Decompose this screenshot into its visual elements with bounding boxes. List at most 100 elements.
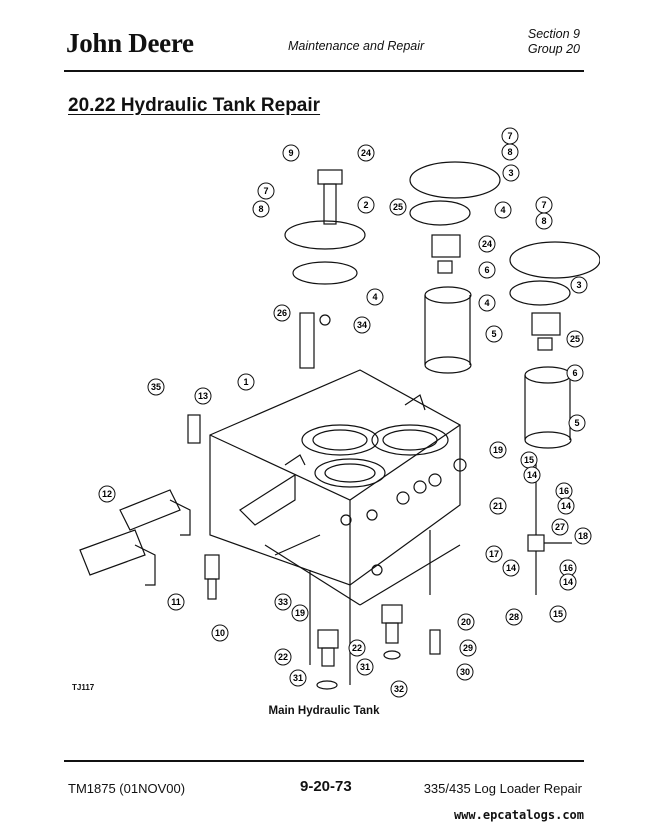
svg-text:34: 34: [357, 320, 367, 330]
callout-22b: 22: [274, 648, 292, 666]
footer-manual-title: 335/435 Log Loader Repair: [423, 781, 582, 796]
callout-12: 12: [98, 485, 116, 503]
callout-14b: 14: [557, 497, 575, 515]
callout-17: 17: [485, 545, 503, 563]
svg-text:16: 16: [563, 563, 573, 573]
svg-text:13: 13: [198, 391, 208, 401]
header-group: Group 20: [527, 42, 580, 56]
exploded-parts-diagram: 9 24 7 8 2 25 4 26 34 7 8 3 4 24 6 5 7 8…: [79, 127, 600, 698]
watermark: www.epcatalogs.com: [453, 808, 584, 822]
callout-3a: 3: [502, 164, 520, 182]
callout-5a: 5: [485, 325, 503, 343]
callout-15b: 15: [549, 605, 567, 623]
callout-27: 27: [551, 518, 569, 536]
header-manual-section: Maintenance and Repair: [288, 39, 425, 53]
tank-body: [209, 369, 467, 685]
callout-2: 2: [357, 196, 375, 214]
callout-15a: 15: [520, 451, 538, 469]
header-section: Section 9: [527, 27, 580, 41]
callout-26: 26: [273, 304, 291, 322]
svg-text:17: 17: [489, 549, 499, 559]
callout-21: 21: [489, 497, 507, 515]
svg-text:4: 4: [484, 298, 489, 308]
svg-text:1: 1: [243, 377, 248, 387]
svg-text:22: 22: [352, 643, 362, 653]
svg-text:9: 9: [288, 148, 293, 158]
svg-text:29: 29: [463, 643, 473, 653]
svg-text:26: 26: [277, 308, 287, 318]
callout-29: 29: [459, 639, 477, 657]
svg-text:6: 6: [484, 265, 489, 275]
callout-1: 1: [237, 373, 255, 391]
callout-31a: 31: [356, 658, 374, 676]
svg-text:25: 25: [393, 202, 403, 212]
svg-text:15: 15: [524, 455, 534, 465]
svg-text:8: 8: [258, 204, 263, 214]
footer-doc-number: TM1875 (01NOV00): [68, 781, 186, 796]
callout-23: 24: [357, 144, 375, 162]
svg-text:14: 14: [506, 563, 516, 573]
callout-11: 11: [167, 593, 185, 611]
svg-text:19: 19: [493, 445, 503, 455]
callout-13: 13: [194, 387, 212, 405]
callout-7b: 7: [501, 127, 519, 145]
callouts: 9 24 7 8 2 25 4 26 34 7 8 3 4 24 6 5 7 8…: [98, 127, 592, 698]
callout-30: 30: [456, 663, 474, 681]
callout-16a: 16: [555, 482, 573, 500]
callout-5b: 5: [568, 414, 586, 432]
svg-text:7: 7: [541, 200, 546, 210]
svg-text:12: 12: [102, 489, 112, 499]
figure-caption: Main Hydraulic Tank: [268, 705, 380, 717]
svg-text:2: 2: [363, 200, 368, 210]
callout-20: 20: [457, 613, 475, 631]
svg-text:16: 16: [559, 486, 569, 496]
footer-rule: [64, 760, 584, 762]
svg-text:14: 14: [563, 577, 573, 587]
callout-4c: 4: [478, 294, 496, 312]
svg-text:15: 15: [553, 609, 563, 619]
svg-text:4: 4: [372, 292, 377, 302]
callout-24b: 25: [566, 330, 584, 348]
callout-6a: 6: [478, 261, 496, 279]
callout-4b: 4: [494, 201, 512, 219]
svg-text:32: 32: [394, 684, 404, 694]
svg-text:31: 31: [360, 662, 370, 672]
suction-hoses: [79, 489, 191, 586]
svg-text:24: 24: [482, 239, 492, 249]
callout-7c: 7: [535, 196, 553, 214]
svg-text:30: 30: [460, 667, 470, 677]
svg-text:33: 33: [278, 597, 288, 607]
callout-14a: 14: [523, 466, 541, 484]
svg-text:11: 11: [171, 597, 181, 607]
callout-10: 10: [211, 624, 229, 642]
callout-34: 34: [353, 316, 371, 334]
callout-32: 32: [390, 680, 408, 698]
callout-6b: 6: [566, 364, 584, 382]
svg-text:7: 7: [263, 186, 268, 196]
svg-text:5: 5: [491, 329, 496, 339]
callout-7: 7: [257, 182, 275, 200]
callout-28: 28: [505, 608, 523, 626]
svg-text:21: 21: [493, 501, 503, 511]
callout-19b: 19: [291, 604, 309, 622]
svg-text:24: 24: [361, 148, 371, 158]
svg-text:35: 35: [151, 382, 161, 392]
svg-text:3: 3: [576, 280, 581, 290]
header-rule: [64, 70, 584, 72]
callout-24a: 24: [478, 235, 496, 253]
svg-text:4: 4: [500, 205, 505, 215]
brand-logo: John Deere: [66, 28, 194, 58]
svg-text:14: 14: [561, 501, 571, 511]
svg-text:22: 22: [278, 652, 288, 662]
callout-3b: 3: [570, 276, 588, 294]
callout-8c: 8: [535, 212, 553, 230]
callout-14c: 14: [502, 559, 520, 577]
svg-text:25: 25: [570, 334, 580, 344]
breather-cap: [284, 169, 366, 285]
callout-35: 35: [147, 378, 165, 396]
callout-9: 9: [282, 144, 300, 162]
svg-text:20: 20: [461, 617, 471, 627]
footer-page-number: 9-20-73: [300, 778, 352, 795]
filter-left: [409, 161, 501, 374]
svg-text:19: 19: [295, 608, 305, 618]
